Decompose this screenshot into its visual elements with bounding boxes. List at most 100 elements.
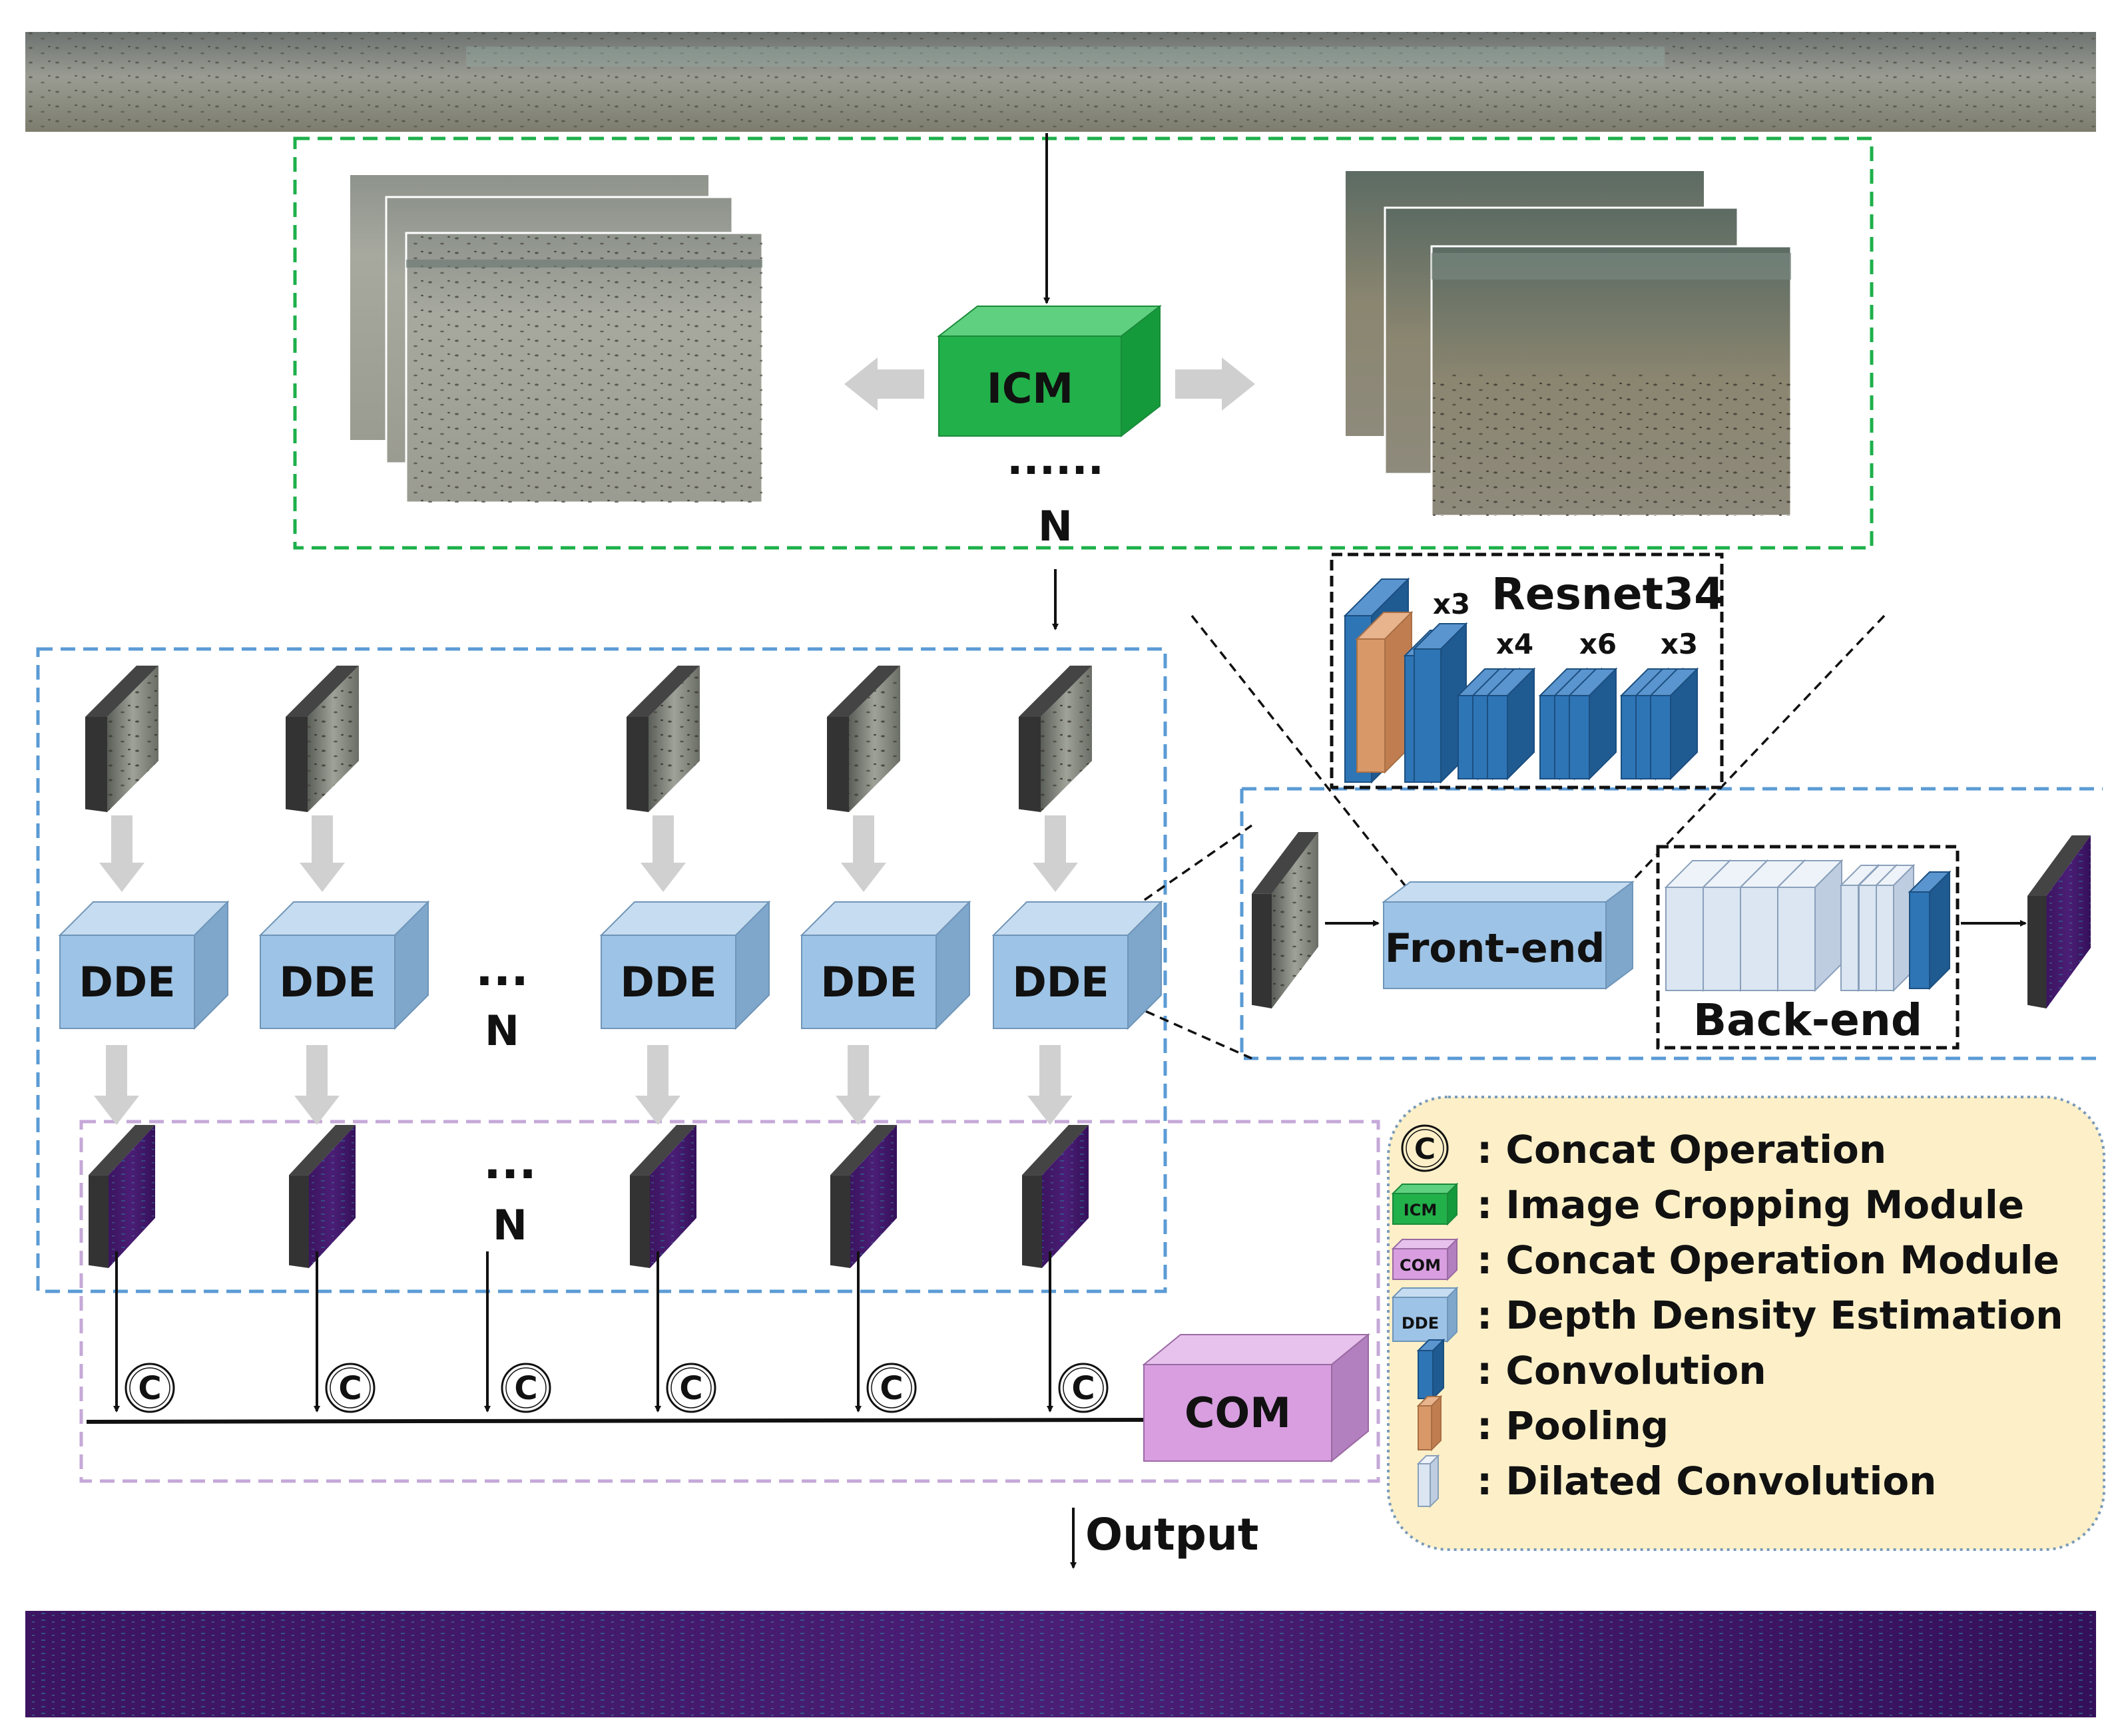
density-n-label: N [493, 1201, 527, 1249]
dde-label: DDE [1012, 958, 1109, 1006]
com-label: COM [1185, 1389, 1291, 1437]
left-cropped-images [349, 174, 764, 504]
convolution-icon [1416, 1338, 1446, 1401]
zoom-line-upper-dde [1131, 824, 1252, 910]
input-panorama-image [25, 32, 2096, 132]
resnet-block-label-1: x3 [1433, 588, 1470, 620]
dde-module: DDE [991, 900, 1163, 1030]
icm-module: ICM [937, 304, 1162, 438]
convolution-layer [1567, 667, 1618, 781]
legend-label: : Pooling [1477, 1403, 1669, 1448]
icm-icon: ICM [1391, 1182, 1459, 1226]
concat-symbol: C [1058, 1363, 1109, 1413]
resnet-layers [1343, 577, 1699, 784]
concat-symbol: C [125, 1363, 175, 1413]
dde-label: DDE [820, 958, 917, 1006]
front-end-module: Front-end [1382, 881, 1635, 990]
legend-label: : Concat Operation Module [1477, 1237, 2059, 1283]
concat-symbol: C [666, 1363, 716, 1413]
density-dots: ... [483, 1135, 537, 1190]
zoom-line-left-resnet [1191, 614, 1406, 887]
legend-badge: DDE [1402, 1314, 1439, 1333]
com-icon: COM [1391, 1237, 1459, 1281]
dde-label: DDE [279, 958, 376, 1006]
legend-item: COM : Concat Operation Module [1391, 1237, 2059, 1283]
gray-down-arrow [94, 1045, 139, 1125]
density-map-slab [289, 1125, 356, 1268]
com-module: COM [1142, 1333, 1370, 1463]
legend-label: : Depth Density Estimation [1477, 1293, 2063, 1338]
dilated-convolution-layer [1874, 863, 1916, 992]
concat-symbol: C [325, 1363, 376, 1413]
concat-symbol-label: C [1071, 1370, 1095, 1407]
resnet-block-label-3: x6 [1579, 628, 1617, 660]
concat-line [86, 1418, 1156, 1424]
concat-icon-label: C [1414, 1132, 1436, 1166]
density-map-slab [89, 1125, 155, 1268]
legend-label: : Concat Operation [1477, 1127, 1886, 1172]
output-density-map [25, 1611, 2096, 1717]
concat-symbol: C [866, 1363, 917, 1413]
front-end-label: Front-end [1385, 925, 1605, 972]
legend-label: : Dilated Convolution [1477, 1458, 1936, 1504]
dde-module: DDE [58, 900, 230, 1030]
concat-symbol-label: C [679, 1370, 702, 1407]
dde-label: DDE [79, 958, 175, 1006]
back-end-layers [1664, 859, 1952, 992]
dde-module: DDE [800, 900, 971, 1030]
gray-down-arrow [635, 1045, 680, 1125]
dde-icon: DDE [1391, 1286, 1459, 1343]
dilated-convolution-icon [1416, 1454, 1440, 1508]
zoom-line-lower-dde [1131, 1004, 1252, 1060]
icm-n-label: N [1038, 502, 1073, 550]
detail-output-slab [2027, 835, 2091, 1008]
concat-symbol: C [501, 1363, 551, 1413]
icm-frame [293, 136, 1874, 550]
concat-icon: C [1401, 1124, 1449, 1172]
cropped-image-slab [627, 666, 700, 812]
dilated-convolution-layer [1776, 859, 1844, 992]
output-label: Output [1085, 1509, 1258, 1560]
cropped-image-slab [85, 666, 158, 812]
icm-dots: ...... [1007, 435, 1104, 485]
gray-down-arrow [641, 815, 686, 892]
back-end-label: Back-end [1693, 994, 1922, 1046]
legend-item: DDE : Depth Density Estimation [1391, 1286, 2063, 1343]
legend-item: : Pooling [1416, 1395, 1669, 1452]
gray-down-arrow [841, 815, 886, 892]
resnet-block-label-2: x4 [1496, 628, 1533, 660]
zoom-line-right-resnet [1627, 614, 1886, 887]
legend-item: ICM : Image Cropping Module [1391, 1182, 2024, 1227]
dde-n-label: N [485, 1006, 519, 1055]
detail-input-slab [1252, 832, 1318, 1008]
dde-module: DDE [599, 900, 771, 1030]
density-map-slab [1022, 1125, 1089, 1268]
concat-symbol-label: C [880, 1370, 903, 1407]
resnet-title: Resnet34 [1491, 568, 1724, 620]
convolution-layer [1908, 870, 1952, 990]
legend-item: : Convolution [1416, 1338, 1766, 1401]
dde-frame [36, 647, 1167, 1293]
right-cropped-images [1344, 170, 1792, 517]
legend-item: C : Concat Operation [1401, 1124, 1886, 1172]
legend-badge: ICM [1404, 1201, 1437, 1219]
concat-symbol-label: C [338, 1370, 362, 1407]
legend-label: : Image Cropping Module [1477, 1182, 2024, 1227]
convolution-layer [1485, 667, 1536, 781]
legend-box [1387, 1096, 2105, 1551]
concat-symbol-label: C [514, 1370, 537, 1407]
com-frame [79, 1120, 1380, 1483]
pooling-icon [1416, 1395, 1443, 1452]
cropped-image-slab [1019, 666, 1092, 812]
icm-label: ICM [987, 364, 1073, 413]
pooling-layer [1355, 610, 1414, 774]
gray-down-arrow [99, 815, 144, 892]
concat-symbol-label: C [138, 1370, 161, 1407]
density-map-slab [830, 1125, 897, 1268]
gray-down-arrow [300, 815, 345, 892]
dde-row: DDE C DDE C DDE C DDE C DDE C C [58, 666, 2091, 1413]
gray-down-arrow [294, 1045, 340, 1125]
gray-down-arrow [1033, 815, 1078, 892]
legend-item: : Dilated Convolution [1416, 1454, 1936, 1508]
